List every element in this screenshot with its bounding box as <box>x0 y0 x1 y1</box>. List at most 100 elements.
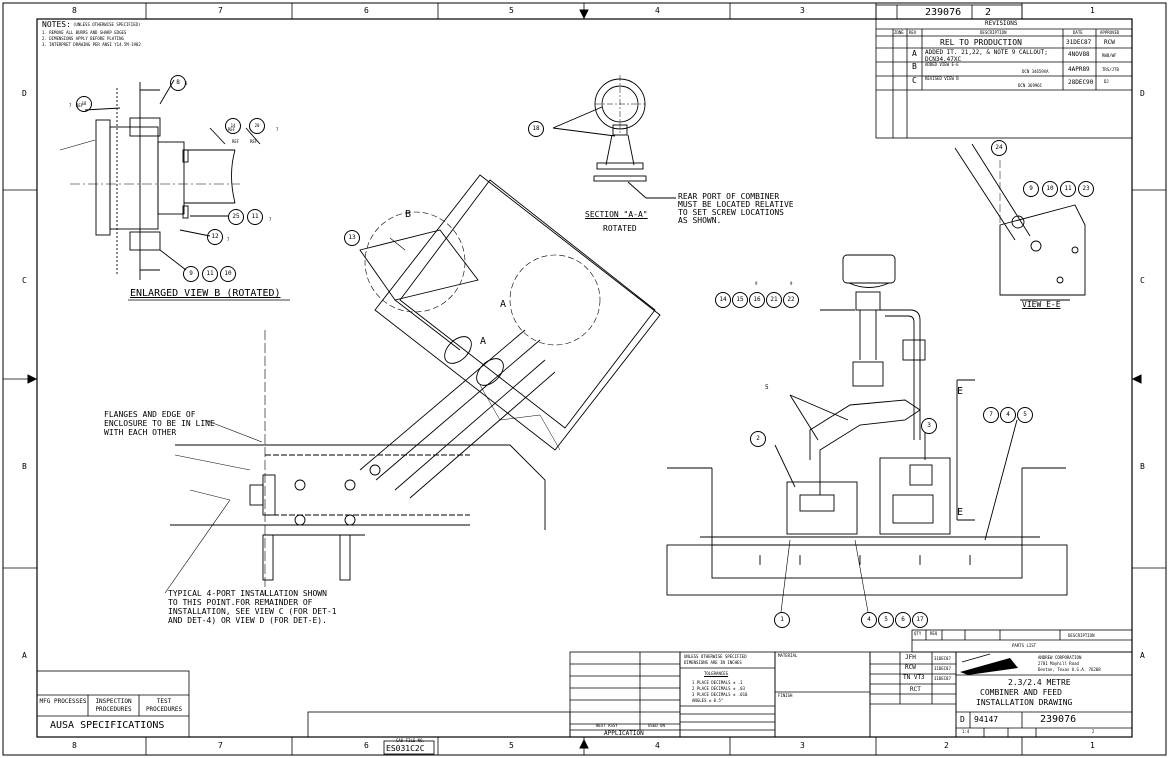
company-logo-text: ANDREW <box>986 666 1001 671</box>
notes-title: NOTES: <box>42 20 71 29</box>
view-ee <box>954 143 1086 301</box>
install-note-2: TO THIS POINT.FOR REMAINDER OF <box>168 598 313 607</box>
tolerance-4: ANGLES ± 0.5° <box>692 698 724 703</box>
rev-c-dcn: DCN 36996C <box>1018 83 1043 88</box>
rev-a-letter: A <box>912 49 917 58</box>
rev-b-letter: B <box>912 62 917 71</box>
balloon-9a: 9 <box>183 266 199 282</box>
balloon-18b: 18 <box>528 121 544 137</box>
section-aa-view <box>552 75 676 199</box>
enlarged-view-b-label: ENLARGED VIEW B (ROTATED) <box>130 288 281 299</box>
zone-bottom-4: 4 <box>655 741 660 750</box>
zone-ticks <box>3 3 1166 755</box>
zone-left-c: C <box>22 276 27 285</box>
install-note-4: AND DET-4) OR VIEW D (FOR DET-E). <box>168 616 327 625</box>
drawing-title-1: 2.3/2.4 METRE <box>1008 678 1071 687</box>
rev-c-date: 28DEC90 <box>1068 79 1094 86</box>
rev-c-letter: C <box>912 76 917 85</box>
sheet-number-top: 2 <box>985 7 992 18</box>
aus-specifications: AUSA SPECIFICATIONS <box>50 720 165 731</box>
balloon-8: 8 <box>170 75 186 91</box>
scale-value: 1:4 <box>962 729 970 734</box>
flag-note-7b: 7 <box>276 127 279 132</box>
flag-note-8: 8 <box>185 81 188 86</box>
zone-top-1: 1 <box>1090 6 1095 15</box>
date-2: 31DEC87 <box>934 666 951 671</box>
drawn-by: JFH <box>905 654 916 661</box>
approved-by: TN VT3 <box>903 674 925 681</box>
flag-note-7d: 7 <box>227 237 230 242</box>
view-ee-label: VIEW E-E <box>1022 300 1061 309</box>
zone-left-a: A <box>22 651 27 660</box>
section-note-1: REAR PORT OF COMBINER <box>678 192 780 201</box>
notes-subtitle: (UNLESS OTHERWISE SPECIFIED) <box>73 22 141 27</box>
rev-col-rev: REV <box>909 30 917 35</box>
balloon-21: 21 <box>766 292 782 308</box>
section-aa-subtitle: ROTATED <box>603 224 637 233</box>
balloon-22: 22 <box>783 292 799 308</box>
zone-right-a: A <box>1140 651 1145 660</box>
balloon-15: 15 <box>732 292 748 308</box>
balloon-20: 20 <box>249 118 265 134</box>
tolerances-header: UNLESS OTHERWISE SPECIFIED <box>684 654 747 659</box>
parts-col-qty: QTY <box>914 631 922 636</box>
balloon-2: 2 <box>750 431 766 447</box>
drawing-size: D <box>960 715 965 724</box>
title-block-grid <box>36 629 1133 738</box>
balloon-10a: 10 <box>220 266 236 282</box>
aus-inspection: INSPECTION PROCEDURES <box>95 698 132 713</box>
zone-bottom-5: 5 <box>509 741 514 750</box>
rev-0-date: 31DEC87 <box>1066 39 1092 46</box>
rev-a-approved: RWB/WF <box>1102 53 1117 58</box>
zone-right-d: D <box>1140 89 1145 98</box>
leader-lines <box>164 237 869 613</box>
drawing-number-top: 239076 <box>925 7 962 18</box>
inner-border <box>36 18 1133 738</box>
used-on-label: USED ON <box>648 723 665 728</box>
company-address-2: Denton, Texas U.S.A. 76208 <box>1038 667 1101 672</box>
flange-note-3: WITH EACH OTHER <box>104 428 177 437</box>
parts-col-description: DESCRIPTION <box>1068 633 1095 638</box>
zone-left-b: B <box>22 462 27 471</box>
note-1: 1. REMOVE ALL BURRS AND SHARP EDGES <box>42 30 127 35</box>
flange-note-1: FLANGES AND EDGE OF <box>104 410 196 419</box>
tolerance-1: 1 PLACE DECIMALS ± .1 <box>692 680 743 685</box>
cad-file-label: CAD FILE NO. <box>396 738 425 743</box>
zone-bottom-8: 8 <box>72 741 77 750</box>
rev-0-approved: RCW <box>1104 39 1115 46</box>
application-label: APPLICATION <box>604 730 644 737</box>
main-assembly-view <box>170 174 661 595</box>
checked-by: RCW <box>905 664 916 671</box>
install-note-3: INSTALLATION, SEE VIEW C (FOR DET-1 <box>168 607 337 616</box>
balloon-24: 24 <box>991 140 1007 156</box>
drawing-title-2: COMBINER AND FEED <box>980 688 1062 697</box>
tolerances-title: TOLERANCES <box>704 671 729 676</box>
tolerance-3: 3 PLACE DECIMALS ± .010 <box>692 692 748 697</box>
ref-label-3: REF <box>232 139 240 144</box>
balloon-1: 1 <box>774 612 790 628</box>
company-name: ANDREW CORPORATION <box>1038 655 1082 660</box>
balloon-11a: 11 <box>247 209 263 225</box>
zone-top-6: 6 <box>364 6 369 15</box>
section-letter-e2: E <box>957 507 964 518</box>
balloon-14: 14 <box>225 118 241 134</box>
balloon-11b: 11 <box>202 266 218 282</box>
combiner-side-view <box>666 254 1068 596</box>
zone-top-7: 7 <box>218 6 223 15</box>
balloon-11c: 11 <box>1060 181 1076 197</box>
rev-0-description: REL TO PRODUCTION <box>940 38 1022 47</box>
zone-bottom-1: 1 <box>1090 741 1095 750</box>
zone-top-4: 4 <box>655 6 660 15</box>
section-note-4: AS SHOWN. <box>678 216 722 225</box>
flag-note-7c: 7 <box>269 217 272 222</box>
section-letter-e1: E <box>957 386 964 397</box>
balloon-23: 23 <box>1078 181 1094 197</box>
install-note-1: TYPICAL 4-PORT INSTALLATION SHOWN <box>168 589 327 598</box>
date-3: 31DEC87 <box>934 676 951 681</box>
rev-a-description: ADDED IT. 21,22, & NOTE 9 CALLOUT; DCN34… <box>925 49 1048 63</box>
zone-left-d: D <box>22 89 27 98</box>
tolerances-sub: DIMENSIONS ARE IN INCHES <box>684 660 742 665</box>
flag-note-5: 5 <box>765 384 769 391</box>
rev-a-date: 4NOV88 <box>1068 51 1090 58</box>
